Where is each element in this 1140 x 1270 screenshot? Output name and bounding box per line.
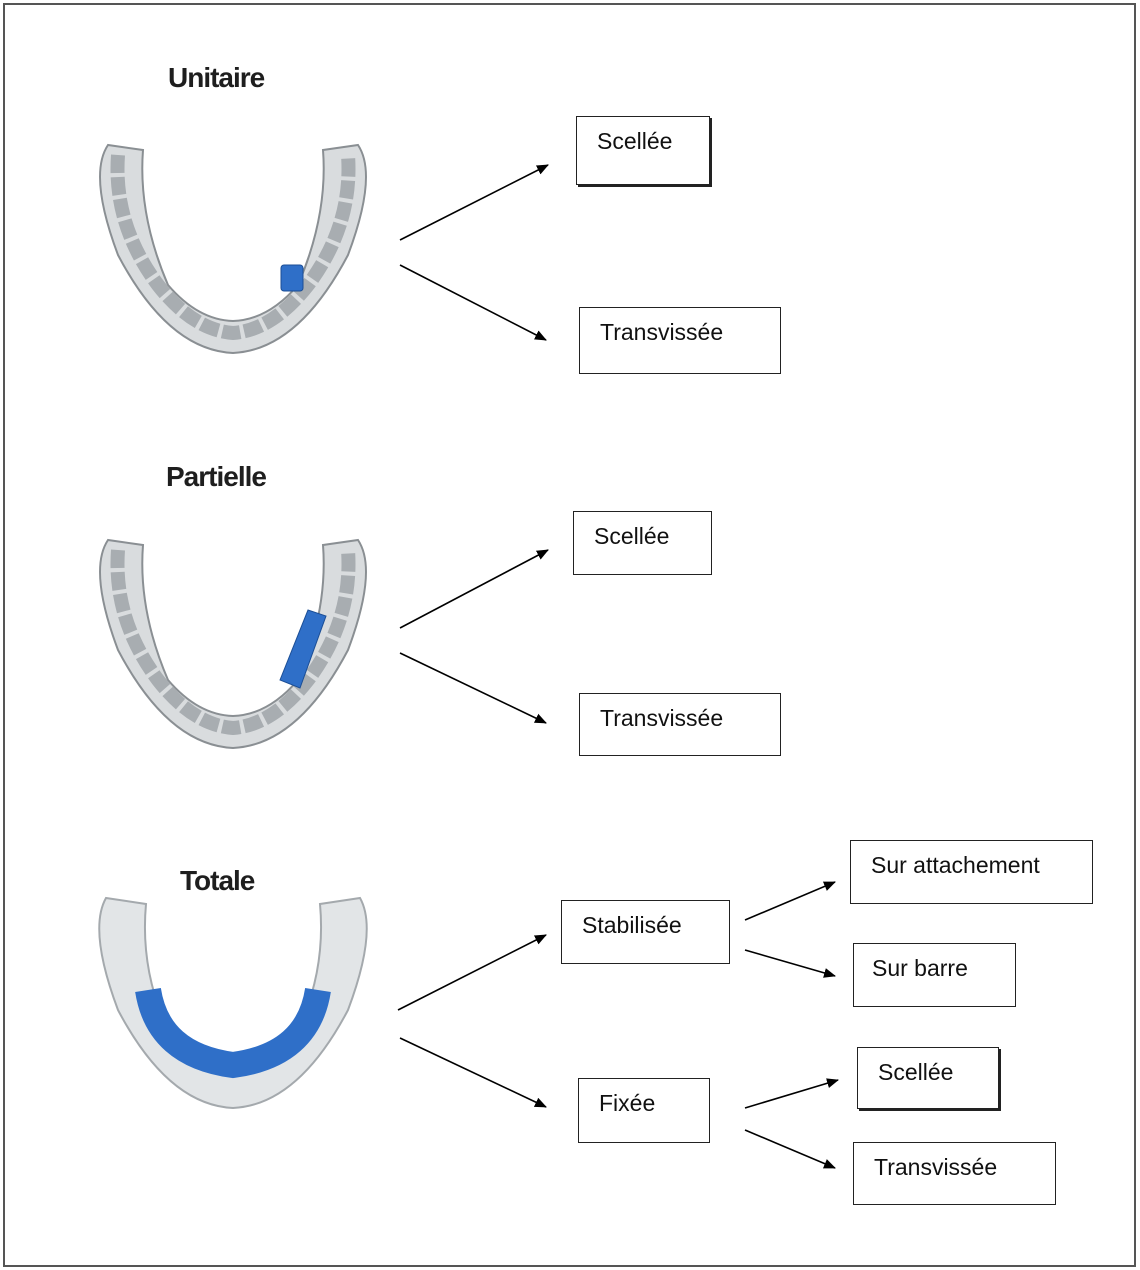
arrow-totale-stabilisee bbox=[398, 935, 546, 1010]
arrow-unitaire-scellee bbox=[400, 165, 548, 240]
arrow-sur-attachement bbox=[745, 882, 835, 920]
arrow-sur-barre bbox=[745, 950, 835, 976]
arrow-unitaire-transvissee bbox=[400, 265, 546, 340]
arrow-partielle-scellee bbox=[400, 550, 548, 628]
arrow-fixee-transvissee bbox=[745, 1130, 835, 1168]
arrow-partielle-transvissee bbox=[400, 653, 546, 723]
arrow-fixee-scellee bbox=[745, 1080, 838, 1108]
arrow-totale-fixee bbox=[400, 1038, 546, 1107]
